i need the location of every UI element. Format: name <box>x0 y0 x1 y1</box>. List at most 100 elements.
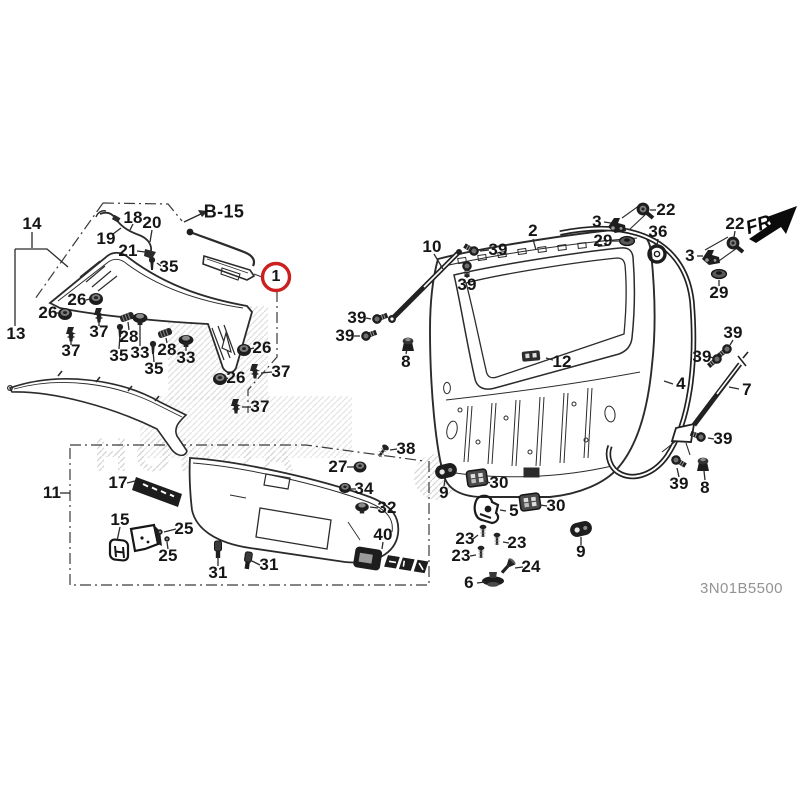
part-label-3[interactable]: 3 <box>592 212 602 231</box>
honda-watermark: HONDA <box>94 306 560 500</box>
part-label-15[interactable]: 15 <box>110 510 130 529</box>
part-label-22[interactable]: 22 <box>656 200 676 219</box>
left-strut-part10 <box>388 249 462 323</box>
part-label-9[interactable]: 9 <box>576 542 586 561</box>
strut-bracket <box>670 422 696 443</box>
part-label-1[interactable]: 1 <box>271 268 281 285</box>
part-label-23[interactable]: 23 <box>451 546 471 565</box>
part-label-5[interactable]: 5 <box>509 501 519 520</box>
window-aperture <box>465 257 627 379</box>
part-label-18[interactable]: 18 <box>123 208 143 227</box>
right-strut-part7 <box>661 351 749 456</box>
part-label-26[interactable]: 26 <box>67 290 87 309</box>
part-label-31[interactable]: 31 <box>208 563 228 582</box>
part-label-34[interactable]: 34 <box>354 479 374 498</box>
part-label-29[interactable]: 29 <box>709 283 729 302</box>
part-label-2[interactable]: 2 <box>528 221 538 240</box>
trim-boundary <box>69 445 430 586</box>
part-label-35[interactable]: 35 <box>159 257 179 276</box>
part-label-22[interactable]: 22 <box>725 214 745 233</box>
part-label-3[interactable]: 3 <box>685 246 695 265</box>
part-label-26[interactable]: 26 <box>38 303 58 322</box>
part-label-39[interactable]: 39 <box>335 326 355 345</box>
part-label-25[interactable]: 25 <box>174 519 194 538</box>
hinge-assemblies <box>608 200 745 280</box>
part-label-25[interactable]: 25 <box>158 546 178 565</box>
part-label-31[interactable]: 31 <box>259 555 279 574</box>
part-label-11[interactable]: 11 <box>42 483 62 502</box>
part-label-39[interactable]: 39 <box>488 240 508 259</box>
part-label-24[interactable]: 24 <box>521 557 541 576</box>
part-label-26[interactable]: 26 <box>252 338 272 357</box>
part-label-26[interactable]: 26 <box>226 368 246 387</box>
part-label-38[interactable]: 38 <box>396 439 416 458</box>
washer-tube <box>99 211 152 252</box>
trim-boundary-top <box>70 444 425 462</box>
part-label-39[interactable]: 39 <box>692 347 712 366</box>
part-label-32[interactable]: 32 <box>377 498 397 517</box>
part-label-8[interactable]: 8 <box>401 352 411 371</box>
part-label-b-15[interactable]: B-15 <box>203 201 245 222</box>
part-label-33[interactable]: 33 <box>130 343 150 362</box>
part-label-39[interactable]: 39 <box>723 323 743 342</box>
spoiler-left-hatch <box>79 260 118 292</box>
tube-clip-21 <box>144 249 156 259</box>
part-label-30[interactable]: 30 <box>489 473 509 492</box>
part-label-37[interactable]: 37 <box>61 341 81 360</box>
part-label-23[interactable]: 23 <box>455 529 475 548</box>
spoiler-assembly <box>6 210 256 457</box>
garnish-clip-ticks <box>57 370 160 402</box>
part-label-30[interactable]: 30 <box>546 496 566 515</box>
part-label-39[interactable]: 39 <box>713 429 733 448</box>
trim-panel-assembly <box>188 457 400 564</box>
harness-wire <box>189 230 256 267</box>
h-badge-emblem <box>108 538 130 562</box>
part-label-27[interactable]: 27 <box>328 457 348 476</box>
part-label-17[interactable]: 17 <box>108 473 128 492</box>
part-label-10[interactable]: 10 <box>422 237 442 256</box>
part-label-8[interactable]: 8 <box>700 478 710 497</box>
part-label-29[interactable]: 29 <box>593 231 613 250</box>
weatherstrip-part4 <box>559 226 697 480</box>
handle-cutout <box>263 473 291 490</box>
part-label-19[interactable]: 19 <box>96 229 116 248</box>
part-label-14[interactable]: 14 <box>22 214 42 233</box>
part-label-39[interactable]: 39 <box>457 275 477 294</box>
part-label-21[interactable]: 21 <box>118 241 138 260</box>
part-label-23[interactable]: 23 <box>507 533 527 552</box>
part-label-35[interactable]: 35 <box>144 359 164 378</box>
emblems <box>108 477 429 574</box>
tailgate-latch-striker <box>523 467 540 478</box>
part-label-37[interactable]: 37 <box>250 397 270 416</box>
spoiler-boundary-left <box>34 202 104 300</box>
part-label-6[interactable]: 6 <box>464 573 474 592</box>
part-label-9[interactable]: 9 <box>439 483 449 502</box>
fr-direction-arrow-icon <box>749 206 797 243</box>
ehev-emblem <box>353 546 429 574</box>
part-label-39[interactable]: 39 <box>347 308 367 327</box>
part1-leader <box>253 273 263 278</box>
part-label-33[interactable]: 33 <box>176 348 196 367</box>
part-label-20[interactable]: 20 <box>142 213 162 232</box>
red-highlight-circle[interactable] <box>260 261 292 293</box>
part-label-40[interactable]: 40 <box>373 525 393 544</box>
part-label-37[interactable]: 37 <box>89 322 109 341</box>
diagram-code: 3N01B5500 <box>700 580 783 597</box>
part-label-4[interactable]: 4 <box>676 374 686 393</box>
part-label-12[interactable]: 12 <box>552 352 572 371</box>
part-label-35[interactable]: 35 <box>109 346 129 365</box>
part-label-36[interactable]: 36 <box>648 222 668 241</box>
window-frame-outer <box>453 247 636 390</box>
bracket-13-14 <box>14 232 69 326</box>
part-label-37[interactable]: 37 <box>271 362 291 381</box>
part-label-28[interactable]: 28 <box>157 340 177 359</box>
camera-housing <box>129 523 162 553</box>
part-label-28[interactable]: 28 <box>119 327 139 346</box>
part-label-7[interactable]: 7 <box>742 380 752 399</box>
trim-panel-outline <box>188 457 400 564</box>
inner-panel-details <box>443 371 641 478</box>
part-label-39[interactable]: 39 <box>669 474 689 493</box>
part-label-13[interactable]: 13 <box>6 324 26 343</box>
